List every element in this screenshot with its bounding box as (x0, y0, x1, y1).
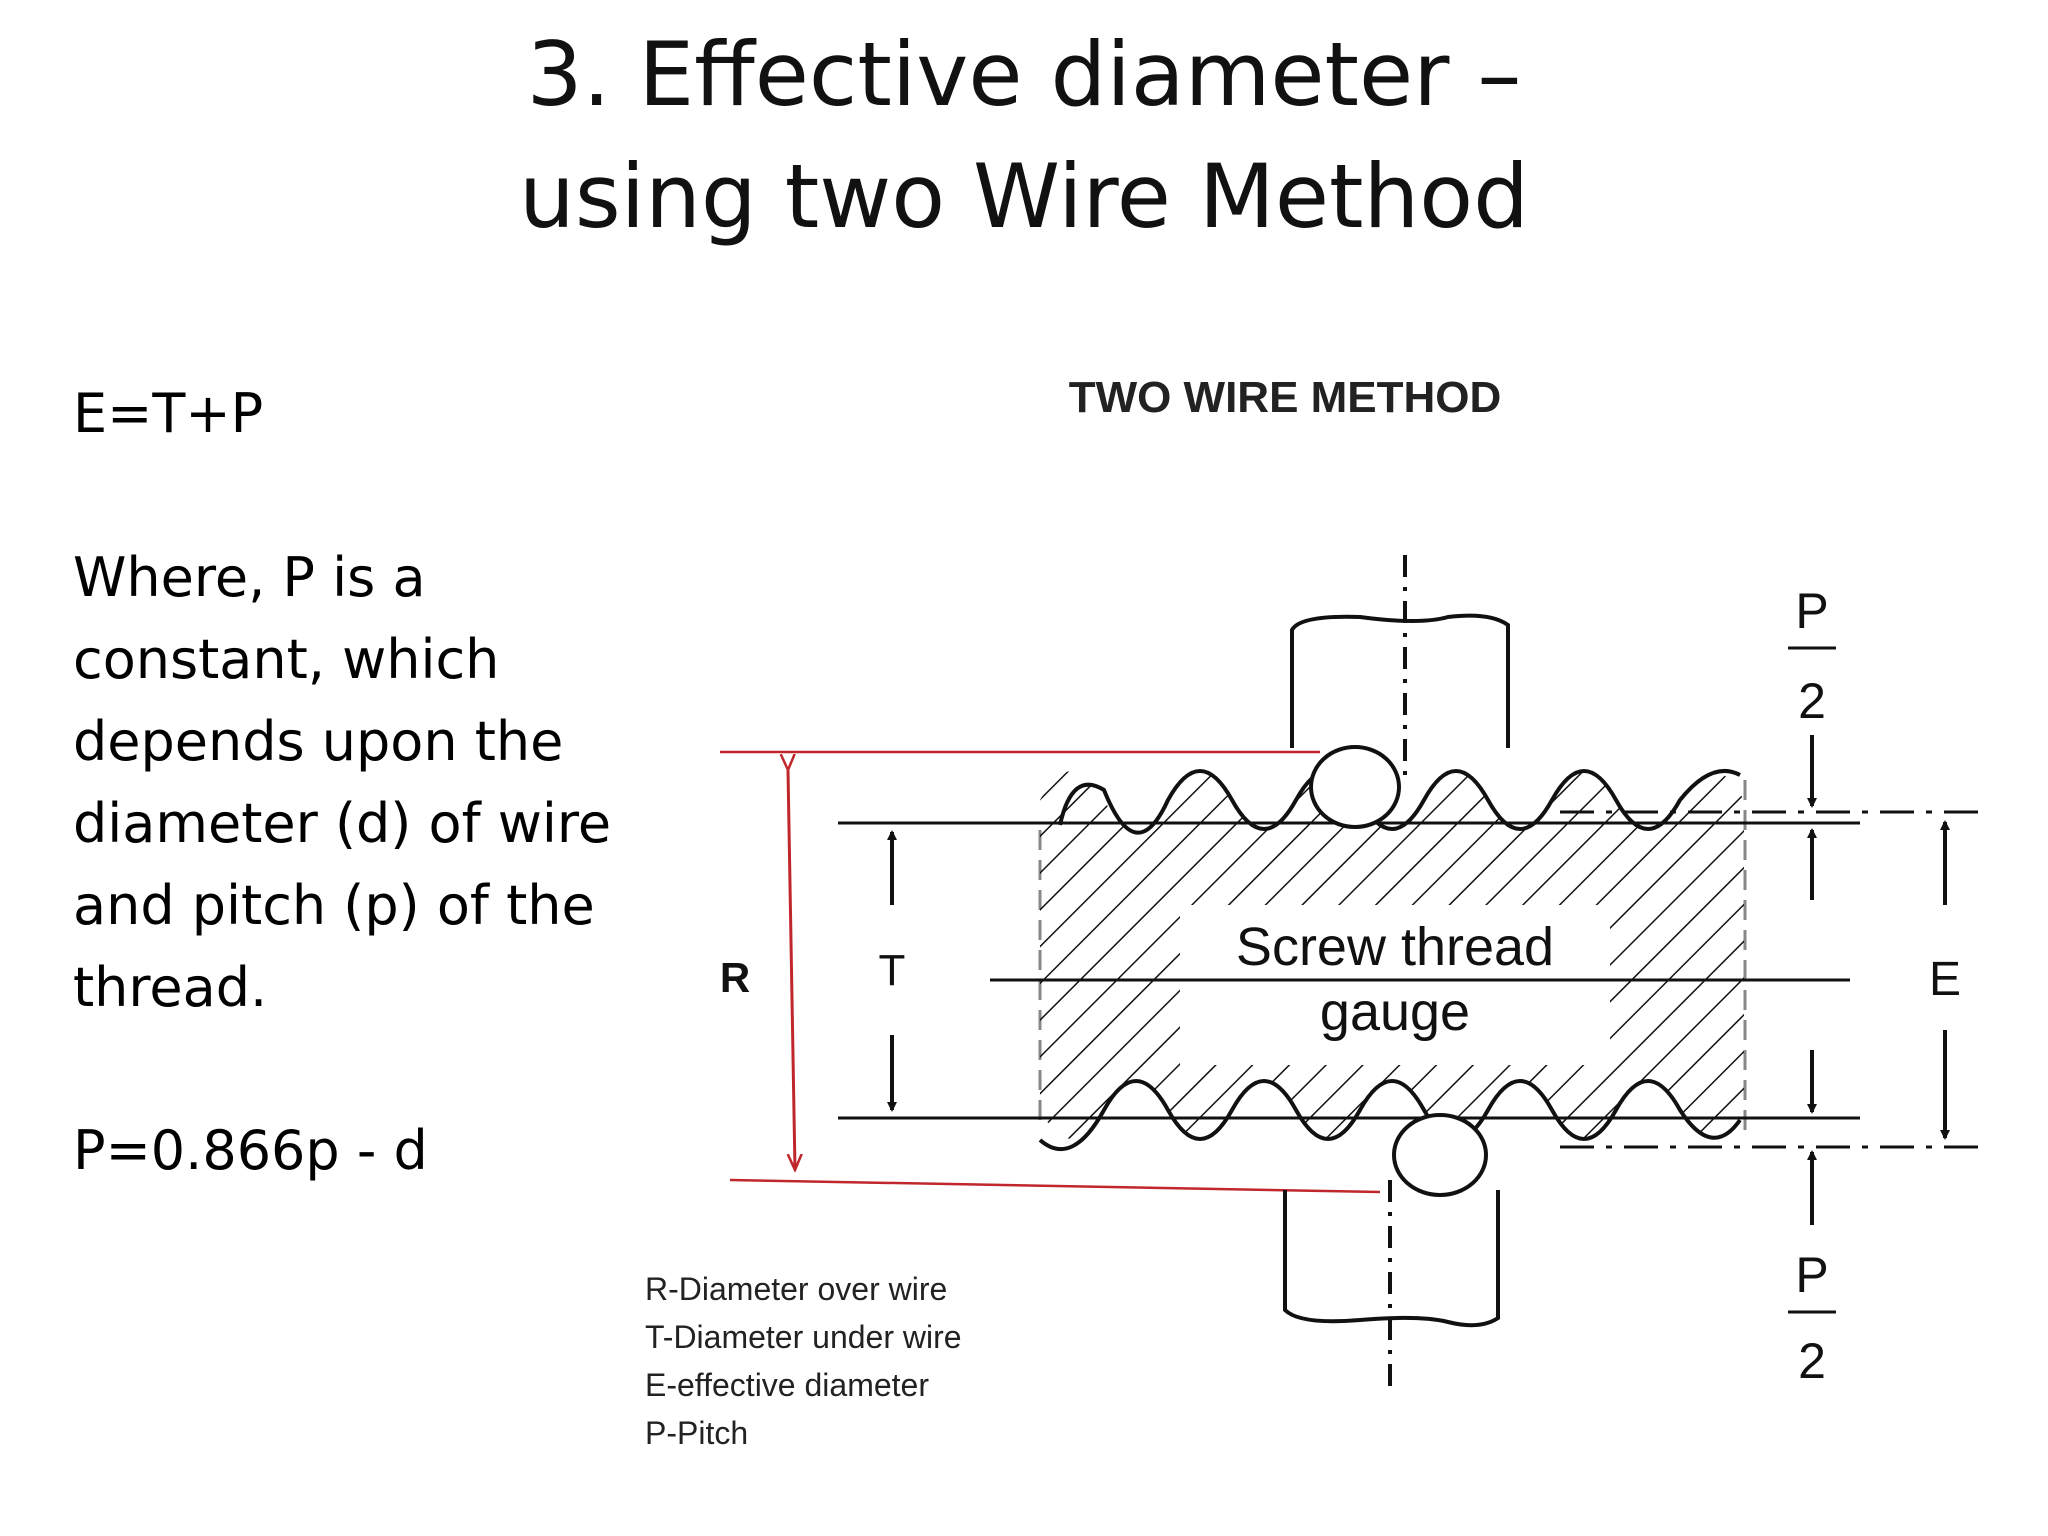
p-half-top: P 2 (1788, 583, 1836, 900)
bottom-thread-profile (1038, 1079, 1742, 1152)
gauge-label-line-1: Screw thread (1236, 917, 1554, 977)
r-line-bottom (729, 1178, 1381, 1194)
bottom-wire (1392, 1113, 1488, 1197)
top-wire (1309, 745, 1401, 829)
diagram-heading: TWO WIRE METHOD (1069, 373, 1502, 422)
slide-title-line-2: using two Wire Method (519, 145, 1529, 248)
legend-item-r: R-Diameter over wire (645, 1271, 947, 1307)
legend-item-e: E-effective diameter (645, 1367, 929, 1403)
legend: R-Diameter over wire T-Diameter under wi… (645, 1271, 962, 1451)
bottom-anvil (1283, 1180, 1500, 1390)
formula-effective-diameter: E=T+P (73, 382, 264, 445)
label-e: E (1929, 953, 1961, 1006)
legend-item-p: P-Pitch (645, 1415, 748, 1451)
formula-constant-p: P=0.866p - d (73, 1119, 428, 1182)
gauge-label-line-2: gauge (1320, 982, 1470, 1042)
top-anvil (1290, 555, 1510, 780)
r-dimension-arrow (788, 770, 795, 1170)
p-half-bottom: P 2 (1788, 1050, 1836, 1389)
p-half-top-denominator: 2 (1798, 673, 1826, 729)
p-half-bottom-denominator: 2 (1798, 1333, 1826, 1389)
screw-thread-gauge-body (1038, 769, 1747, 1152)
explanation-text: Where, P is a constant, which depends up… (73, 546, 612, 1019)
top-thread-profile (1058, 769, 1741, 835)
slide-title-line-1: 3. Effective diameter – (526, 23, 1522, 126)
p-half-top-numerator: P (1795, 583, 1828, 639)
slide-title: 3. Effective diameter – using two Wire M… (0, 14, 2048, 258)
label-r: R (720, 954, 750, 1001)
label-t: T (879, 946, 906, 995)
p-half-bottom-numerator: P (1795, 1247, 1828, 1303)
legend-item-t: T-Diameter under wire (645, 1319, 962, 1355)
